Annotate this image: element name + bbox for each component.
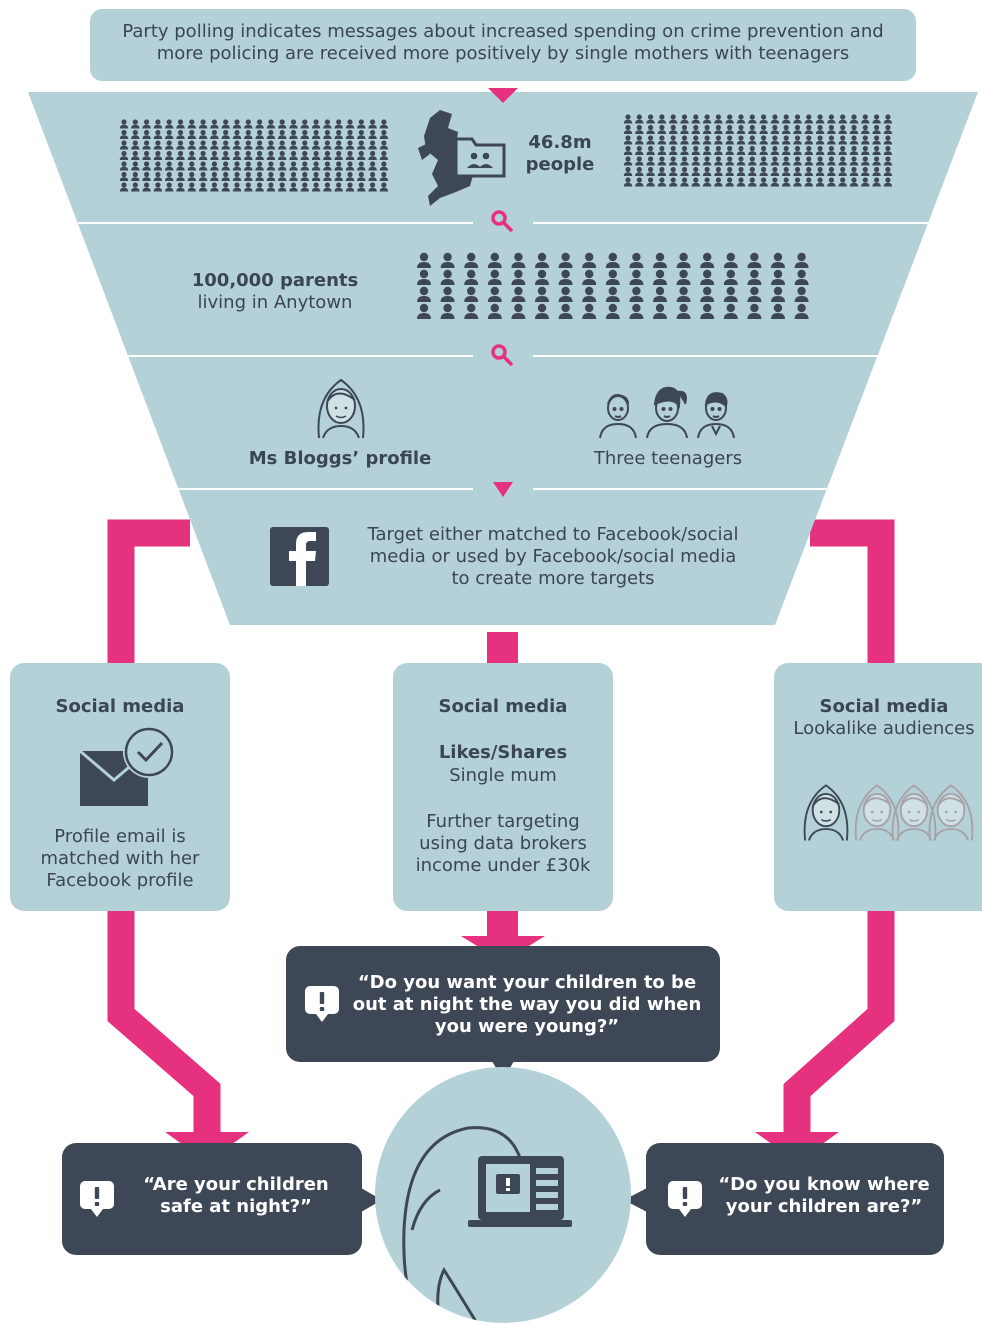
facebook-text: Target either matched to Facebook/social…	[367, 524, 739, 589]
folder-people-icon	[454, 137, 506, 178]
teen-avatars-icon	[599, 386, 735, 439]
card-right-subtitle: Lookalike audiences	[793, 718, 975, 739]
pointer-arrow-top	[488, 88, 518, 103]
card-center-line: Single mum	[449, 765, 557, 786]
pointer-arrow-bottom	[493, 482, 513, 497]
email-check-icon	[79, 726, 175, 806]
laptop-icon	[468, 1156, 572, 1227]
message-center: “Do you want your children to be out at …	[352, 972, 702, 1037]
lookalike-avatars-icon	[803, 784, 974, 842]
population-value: 46.8m	[528, 132, 592, 153]
uk-map-icon	[418, 110, 474, 206]
card-center-subtitle: Likes/Shares	[438, 742, 568, 763]
bubble-right-tail	[624, 1188, 647, 1212]
card-center-title: Social media	[438, 696, 568, 717]
parents-location: living in Anytown	[197, 292, 353, 313]
bubble-right	[646, 1143, 944, 1255]
card-center	[393, 663, 613, 911]
intro-box	[90, 9, 916, 81]
intro-text: Party polling indicates messages about i…	[122, 21, 884, 64]
bubble-left	[62, 1143, 362, 1255]
teenagers-label: Three teenagers	[593, 448, 743, 469]
parents-count: 100,000 parents	[191, 270, 359, 291]
card-left-title: Social media	[55, 696, 185, 717]
connector-center-top	[487, 632, 518, 668]
message-right: “Do you know where your children are?”	[718, 1174, 930, 1217]
card-right-title: Social media	[819, 696, 949, 717]
funnel-dividers	[78, 222, 932, 490]
connector-right	[783, 519, 895, 1140]
connector-left	[107, 519, 221, 1140]
population-unit: people	[525, 154, 595, 175]
profile-label: Ms Bloggs’ profile	[248, 448, 432, 469]
facebook-icon	[270, 527, 329, 586]
bubble-left-tail	[361, 1188, 382, 1212]
search-icon	[491, 210, 514, 233]
bubble-center	[286, 946, 720, 1062]
card-left-body: Profile email is matched with her Facebo…	[40, 826, 200, 891]
card-center-body: Further targeting using data brokers inc…	[415, 811, 591, 876]
message-left: “Are your children safe at night?”	[143, 1174, 329, 1217]
search-icon	[491, 344, 514, 367]
